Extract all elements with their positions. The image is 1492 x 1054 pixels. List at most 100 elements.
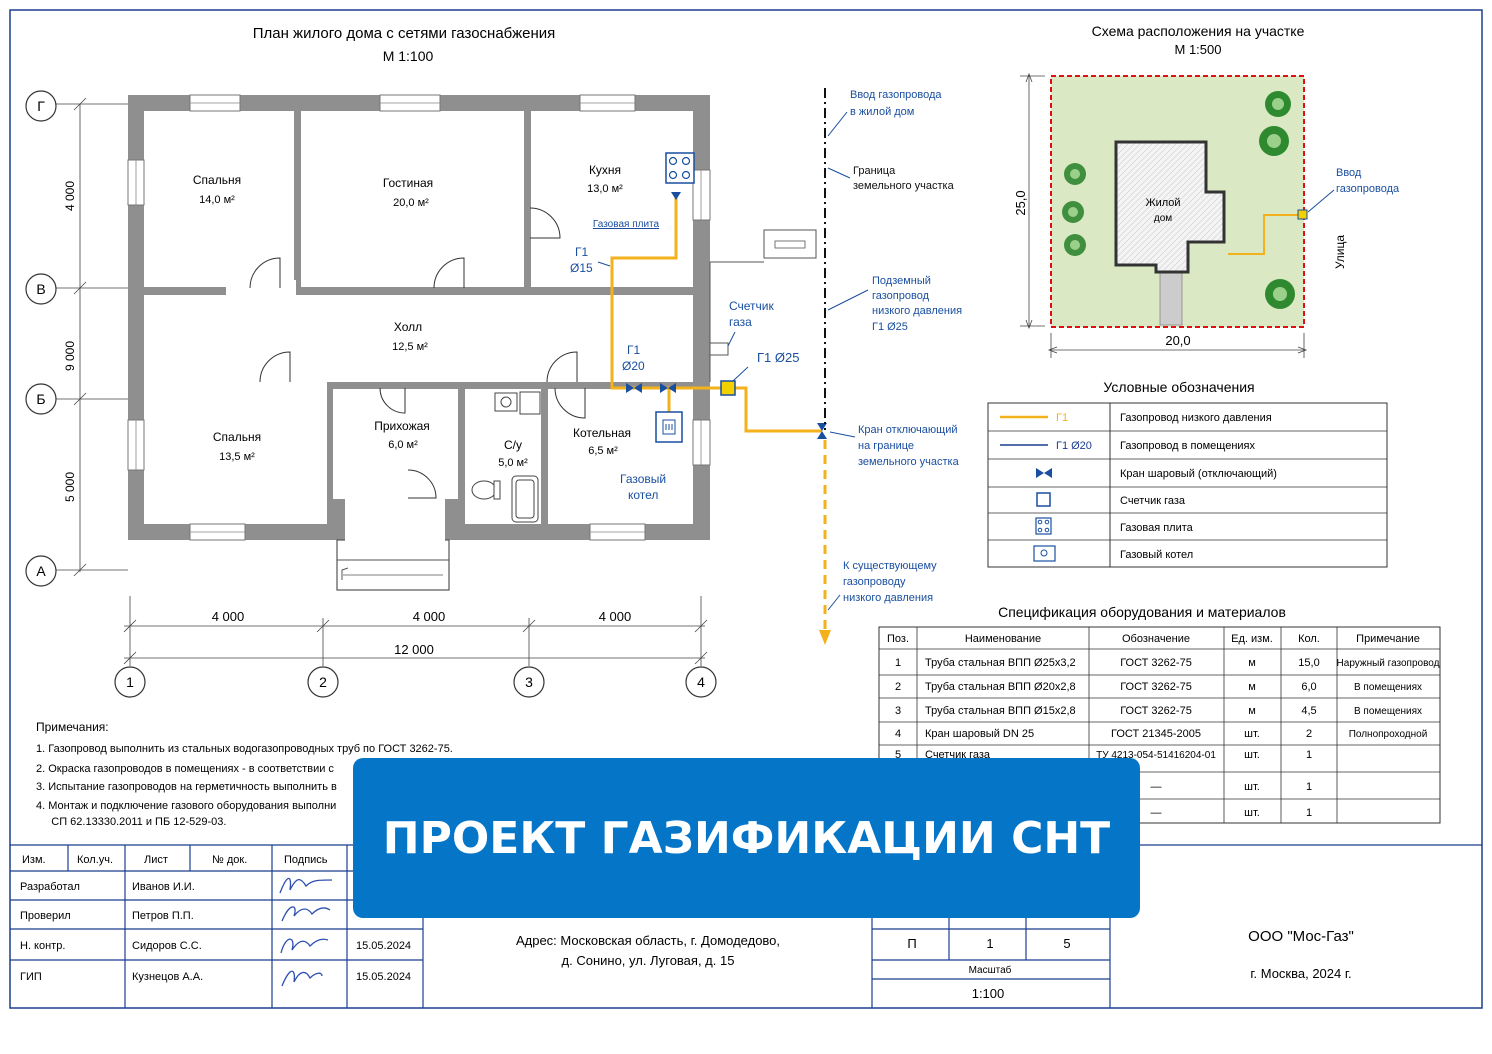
spec-header: Поз. bbox=[887, 633, 909, 645]
spec-cell: 4 bbox=[895, 728, 901, 740]
callout-boundary: Граница bbox=[853, 165, 896, 177]
house-label: дом bbox=[1154, 213, 1172, 224]
callout-entry: Ввод газопровода bbox=[850, 89, 942, 101]
notes: Примечания: 1. Газопровод выполнить из с… bbox=[36, 720, 453, 828]
stamp-city: г. Москва, 2024 г. bbox=[1250, 966, 1351, 981]
house-label: Жилой bbox=[1145, 197, 1180, 209]
spec-cell: шт. bbox=[1244, 781, 1260, 793]
spec-cell: 4,5 bbox=[1301, 705, 1316, 717]
stamp-sheet: 1 bbox=[986, 936, 993, 951]
spec-cell: м bbox=[1248, 681, 1256, 693]
site-gas-pipe bbox=[1228, 214, 1300, 255]
room-area: 12,5 м² bbox=[392, 341, 428, 353]
stamp-header: Лист bbox=[144, 854, 168, 866]
dim-total: 12 000 bbox=[394, 642, 434, 657]
spec-cell: шт. bbox=[1244, 749, 1260, 761]
spec-cell: — bbox=[1151, 781, 1162, 793]
pipe-label-d20: Ø20 bbox=[622, 359, 645, 373]
stamp-header: № док. bbox=[212, 854, 247, 866]
note-item: 4. Монтаж и подключение газового оборудо… bbox=[36, 800, 336, 812]
spec-header: Наименование bbox=[965, 633, 1041, 645]
ball-valve-icon bbox=[1036, 468, 1052, 478]
room-area: 5,0 м² bbox=[498, 457, 528, 469]
axis-label: 4 bbox=[697, 674, 705, 690]
gas-boiler-icon bbox=[655, 411, 683, 443]
stamp-name: Сидоров С.С. bbox=[132, 940, 202, 952]
stamp-role: Проверил bbox=[20, 910, 71, 922]
gas-stove-label: Газовая плита bbox=[593, 219, 660, 230]
banner-text: ПРОЕКТ ГАЗИФИКАЦИИ СНТ bbox=[382, 812, 1111, 864]
spec-cell: Труба стальная ВПП Ø25х3,2 bbox=[925, 657, 1076, 669]
tree-icon bbox=[1062, 91, 1295, 309]
room-area: 20,0 м² bbox=[393, 197, 429, 209]
spec-cell: Труба стальная ВПП Ø15х2,8 bbox=[925, 705, 1076, 717]
callout-boundary: земельного участка bbox=[853, 180, 955, 192]
axis-label: 2 bbox=[319, 674, 327, 690]
stamp-date: 15.05.2024 bbox=[356, 971, 411, 983]
spec-cell: 2 bbox=[895, 681, 901, 693]
room-area: 6,5 м² bbox=[588, 445, 618, 457]
meter-label: Счетчик bbox=[729, 299, 775, 313]
stamp-sheets: 5 bbox=[1063, 936, 1070, 951]
address: Адрес: Московская область, г. Домодедово… bbox=[516, 933, 780, 948]
legend-title: Условные обозначения bbox=[1103, 379, 1254, 395]
room-bedroom-2 bbox=[144, 382, 327, 524]
boiler-label: Газовый bbox=[620, 472, 666, 486]
gas-stove-icon bbox=[1035, 517, 1052, 535]
site-entry-label: Ввод bbox=[1336, 167, 1362, 179]
callout-entry: в жилой дом bbox=[850, 106, 914, 118]
note-item: 2. Окраска газопроводов в помещениях - в… bbox=[36, 763, 334, 775]
room-living bbox=[301, 111, 524, 287]
spec-cell: 1 bbox=[895, 657, 901, 669]
spec-header: Примечание bbox=[1356, 633, 1420, 645]
gas-pipe-outdoor bbox=[728, 386, 822, 433]
legend-text: Газовый котел bbox=[1120, 549, 1193, 561]
room-area: 13,5 м² bbox=[219, 451, 255, 463]
dim-left: 5 000 bbox=[63, 472, 77, 502]
dim-bottom: 4 000 bbox=[599, 609, 632, 624]
stamp-role: ГИП bbox=[20, 971, 42, 983]
sheet-frame bbox=[9, 9, 1483, 1009]
axis-label: Б bbox=[36, 391, 45, 407]
callout-underground: Г1 Ø25 bbox=[872, 321, 908, 333]
spec-cell: ГОСТ 21345-2005 bbox=[1111, 728, 1201, 740]
legend-text: Газопровод в помещениях bbox=[1120, 440, 1256, 452]
room-boiler bbox=[548, 389, 693, 524]
room-name: Прихожая bbox=[374, 419, 430, 433]
spec-cell: Кран шаровый DN 25 bbox=[925, 728, 1034, 740]
spec-header: Обозначение bbox=[1122, 633, 1190, 645]
gas-meter-icon bbox=[720, 380, 736, 396]
site-entry-label: газопровода bbox=[1336, 183, 1400, 195]
note-item: СП 62.13330.2011 и ПБ 12-529-03. bbox=[36, 816, 226, 828]
site-plan: Схема расположения на участке М 1:500 Жи… bbox=[1013, 23, 1400, 358]
address: д. Сонино, ул. Луговая, д. 15 bbox=[562, 953, 735, 968]
spec-cell: 2 bbox=[1306, 728, 1312, 740]
dim-bottom: 4 000 bbox=[212, 609, 245, 624]
spec-cell: ТУ 4213-054-51416204-01 bbox=[1096, 750, 1216, 761]
pipe-label-g1: Г1 bbox=[627, 343, 640, 357]
axis-label: А bbox=[36, 563, 46, 579]
plan-scale: М 1:100 bbox=[383, 48, 434, 64]
stamp-org: ООО "Мос-Газ" bbox=[1248, 928, 1354, 945]
meter-label: газа bbox=[729, 315, 752, 329]
room-area: 6,0 м² bbox=[388, 439, 418, 451]
stamp-date: 15.05.2024 bbox=[356, 940, 411, 952]
site-dim-w: 20,0 bbox=[1165, 333, 1190, 348]
ball-valve-icon bbox=[626, 192, 827, 439]
house-footprint bbox=[1114, 140, 1226, 274]
stamp-role: Разработал bbox=[20, 881, 80, 893]
callout-underground: газопровод bbox=[872, 290, 930, 302]
notes-title: Примечания: bbox=[36, 720, 109, 734]
legend-text: Счетчик газа bbox=[1120, 495, 1186, 507]
pipe-label-g1: Г1 bbox=[575, 245, 588, 259]
legend-text: Газовая плита bbox=[1120, 522, 1194, 534]
spec-cell: м bbox=[1248, 705, 1256, 717]
gas-boiler-icon bbox=[1033, 545, 1056, 562]
signature-icon bbox=[279, 877, 333, 987]
spec-cell: Полнопроходной bbox=[1349, 729, 1428, 740]
spec-header: Ед. изм. bbox=[1231, 633, 1273, 645]
gas-stove-icon bbox=[665, 152, 695, 184]
callout-valve: Кран отключающий bbox=[858, 424, 958, 436]
spec-cell: 3 bbox=[895, 705, 901, 717]
site-dim-h: 25,0 bbox=[1013, 190, 1028, 215]
